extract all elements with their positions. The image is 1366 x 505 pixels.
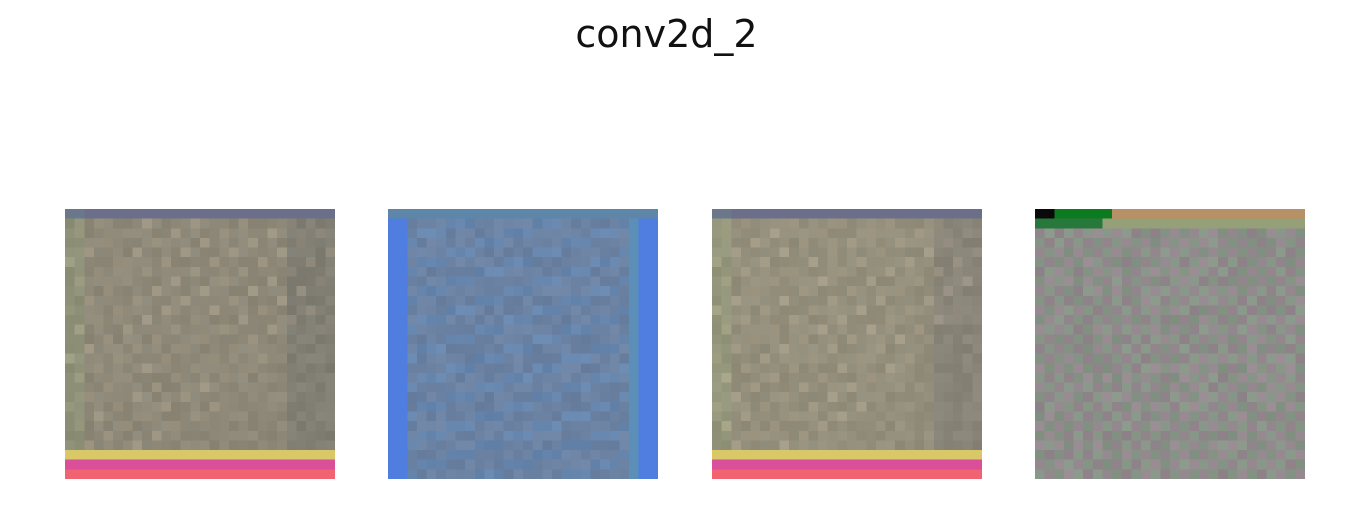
- filter-visualization-2: [388, 209, 658, 479]
- filter-visualization-4: [1035, 209, 1305, 479]
- filter-visualization-3: [712, 209, 982, 479]
- filter-visualization-1: [65, 209, 335, 479]
- figure-title: conv2d_2: [575, 12, 758, 56]
